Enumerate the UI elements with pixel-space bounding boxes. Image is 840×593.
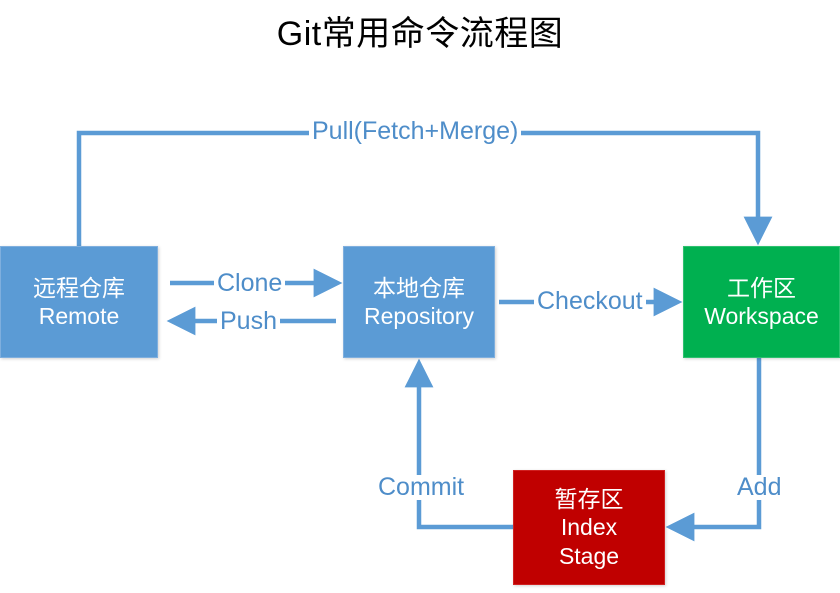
node-workspace-line-1: 工作区 xyxy=(727,274,796,301)
node-repository-line-2: Repository xyxy=(364,303,474,329)
edge-commit-line xyxy=(404,358,513,530)
node-index[interactable]: 暂存区 Index Stage xyxy=(513,470,665,585)
page-title: Git常用命令流程图 xyxy=(276,15,564,53)
edge-label-checkout: Checkout xyxy=(534,289,646,314)
node-workspace-line-2: Workspace xyxy=(704,303,819,329)
node-workspace[interactable]: 工作区 Workspace xyxy=(683,246,840,358)
node-remote-line-2: Remote xyxy=(38,303,120,329)
edge-add-line xyxy=(665,358,762,542)
node-index-line-3: Stage xyxy=(558,542,620,569)
edge-label-pull: Pull(Fetch+Merge) xyxy=(309,119,522,144)
node-repository[interactable]: 本地仓库 Repository xyxy=(343,246,495,358)
edge-pull-line xyxy=(76,130,773,246)
node-index-line-2: Index xyxy=(560,514,618,541)
edge-label-clone: Clone xyxy=(214,271,286,296)
node-remote[interactable]: 远程仓库 Remote xyxy=(0,246,158,358)
edge-label-commit: Commit xyxy=(375,475,468,500)
edge-label-add: Add xyxy=(734,475,785,500)
node-remote-line-1: 远程仓库 xyxy=(33,274,125,301)
node-index-line-1: 暂存区 xyxy=(554,486,624,513)
node-repository-line-1: 本地仓库 xyxy=(373,274,465,301)
edge-label-push: Push xyxy=(217,309,280,334)
